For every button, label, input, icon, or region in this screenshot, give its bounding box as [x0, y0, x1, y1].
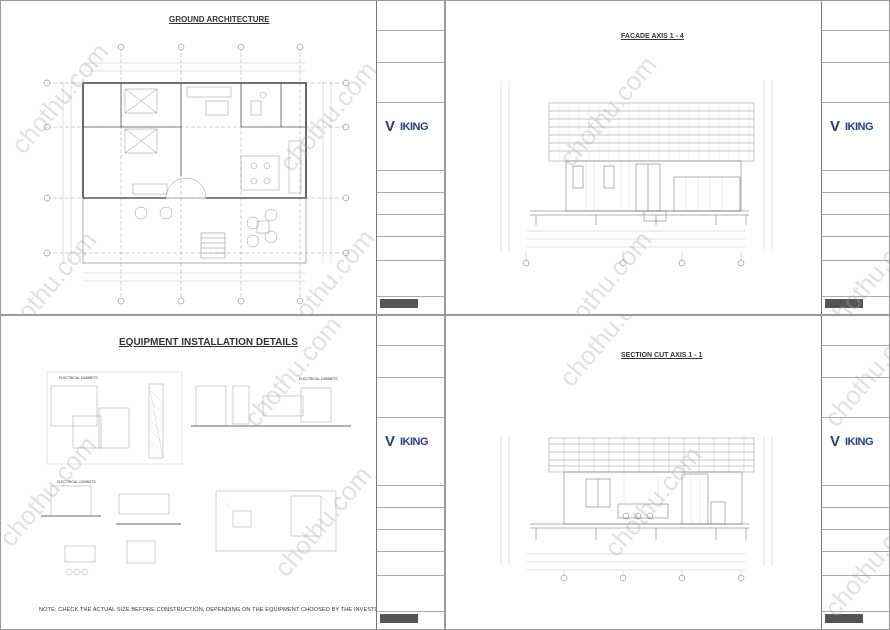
- facade-drawing: [500, 81, 773, 267]
- tb-cell-address: [822, 378, 889, 418]
- tb-cell-2: [377, 193, 444, 215]
- logo-text: IKING: [400, 121, 429, 133]
- sheet-title-equipment: EQUIPMENT INSTALLATION DETAILS: [119, 337, 298, 348]
- construction-note: NOTE: CHECK THE ACTUAL SIZE BEFORE CONST…: [39, 607, 384, 613]
- tb-cell-top: [377, 316, 444, 346]
- tb-cell-4: [822, 552, 889, 576]
- tb-cell-4: [822, 237, 889, 261]
- sheet-title-section: SECTION CUT AXIS 1 - 1: [621, 352, 703, 359]
- sheet-title-facade: FACADE AXIS 1 - 4: [621, 33, 684, 40]
- equipment-label: ELECTRICAL CABINETS: [57, 480, 96, 484]
- drawing-name-box: [380, 299, 418, 308]
- tb-cell-1: [377, 486, 444, 508]
- logo-text: IKING: [400, 436, 429, 448]
- tb-cell-1: [822, 171, 889, 193]
- tb-cell-1: [377, 171, 444, 193]
- tb-cell-top: [377, 1, 444, 31]
- title-block: V IKING: [376, 1, 444, 314]
- title-block: V IKING: [821, 316, 889, 629]
- tb-cell-5: [377, 261, 444, 297]
- tb-cell-investor: [822, 31, 889, 63]
- tb-cell-investor: [822, 346, 889, 378]
- tb-cell-investor: [377, 31, 444, 63]
- logo-text: IKING: [845, 436, 874, 448]
- viking-logo-icon: V: [830, 433, 841, 450]
- tb-cell-company: [822, 103, 889, 171]
- sheet-ground-architecture: GROUND ARCHITECTURE V IKING chothu.com c…: [0, 0, 445, 315]
- tb-cell-3: [377, 530, 444, 552]
- tb-cell-3: [377, 215, 444, 237]
- tb-cell-company: [822, 418, 889, 486]
- tb-cell-company: [377, 103, 444, 171]
- tb-cell-investor: [377, 346, 444, 378]
- tb-cell-2: [377, 508, 444, 530]
- tb-cell-address: [377, 378, 444, 418]
- tb-cell-5: [822, 261, 889, 297]
- title-block: V IKING: [821, 1, 889, 314]
- tb-cell-1: [822, 486, 889, 508]
- viking-logo-icon: V: [830, 118, 841, 135]
- sheet-equipment: EQUIPMENT INSTALLATION DETAILS ELECTRICA…: [0, 315, 445, 630]
- floor-plan-drawing: [43, 43, 350, 305]
- sheet-facade: FACADE AXIS 1 - 4 V IKING chothu.com cho…: [445, 0, 890, 315]
- tb-cell-4: [377, 552, 444, 576]
- tb-cell-4: [377, 237, 444, 261]
- tb-cell-5: [377, 576, 444, 612]
- viking-logo-icon: V: [385, 118, 396, 135]
- tb-cell-top: [822, 1, 889, 31]
- section-drawing: [500, 436, 773, 582]
- viking-logo-icon: V: [385, 433, 396, 450]
- drawing-name-box: [825, 614, 863, 623]
- equipment-label: ELECTRICAL CABINETS: [59, 376, 98, 380]
- drawing-name-box: [825, 299, 863, 308]
- sheet-title-ground: GROUND ARCHITECTURE: [169, 15, 270, 24]
- tb-cell-address: [377, 63, 444, 103]
- drawing-name-box: [380, 614, 418, 623]
- tb-cell-3: [822, 530, 889, 552]
- tb-cell-2: [822, 508, 889, 530]
- equipment-drawing: [41, 371, 351, 576]
- equipment-label: ELECTRICAL CABINETS: [299, 377, 338, 381]
- tb-cell-2: [822, 193, 889, 215]
- sheet-section-cut: SECTION CUT AXIS 1 - 1 V IKING chothu.co…: [445, 315, 890, 630]
- title-block: V IKING: [376, 316, 444, 629]
- logo-text: IKING: [845, 121, 874, 133]
- tb-cell-address: [822, 63, 889, 103]
- tb-cell-top: [822, 316, 889, 346]
- tb-cell-company: [377, 418, 444, 486]
- tb-cell-5: [822, 576, 889, 612]
- tb-cell-3: [822, 215, 889, 237]
